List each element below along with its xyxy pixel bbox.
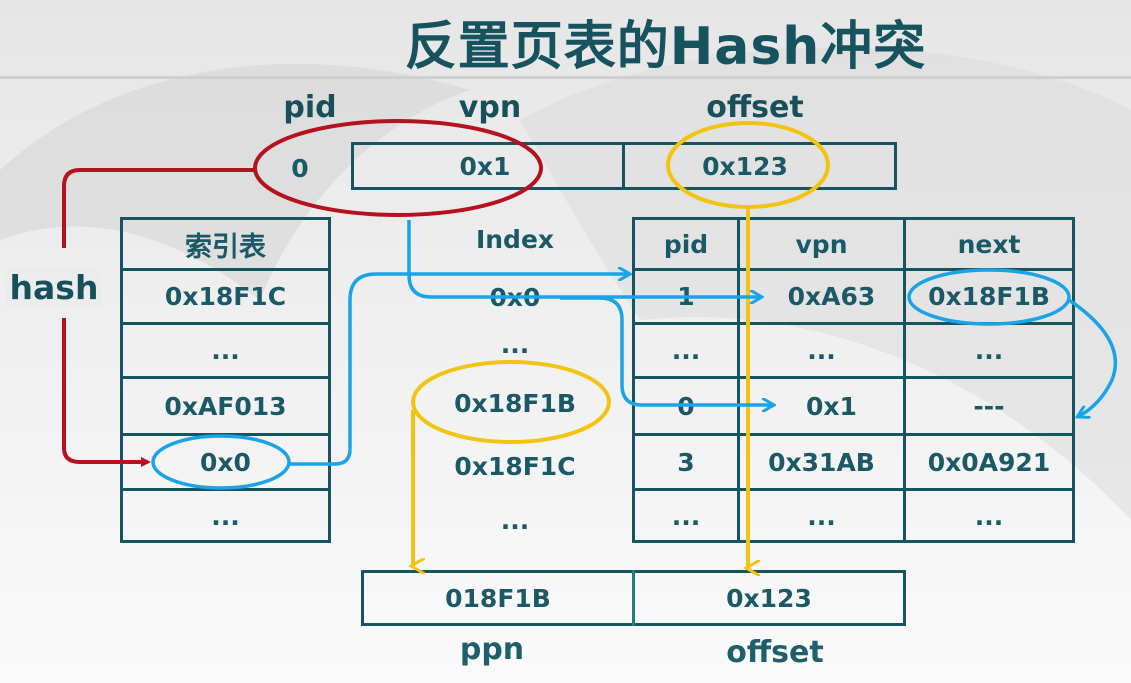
index-table-row: 0x18F1C <box>164 282 287 311</box>
page-table-cell: 0x18F1B <box>928 282 1050 311</box>
page-table-cell: 3 <box>677 447 695 477</box>
page-table-cell: 0x0A921 <box>927 447 1051 477</box>
index-table-row: 0xAF013 <box>164 391 287 421</box>
address-pid-header: pid <box>283 90 337 125</box>
index-table-header: 索引表 <box>185 231 266 263</box>
index-column-row: ... <box>500 505 530 535</box>
page-title: 反置页表的Hash冲突 <box>404 17 927 77</box>
address-vpn-header: vpn <box>458 90 522 125</box>
page-table-cell: 0 <box>677 391 695 421</box>
index-table-row: 0x0 <box>200 447 251 477</box>
page-table-cell: ... <box>807 501 836 531</box>
index-table-row: ... <box>211 336 240 365</box>
address-offset-header: offset <box>706 90 804 125</box>
page-table-header-next: next <box>957 229 1021 259</box>
address-pid-value: 0 <box>291 153 309 183</box>
physical-address-divider <box>632 570 635 626</box>
offset-label: offset <box>726 635 824 670</box>
hash-label: hash <box>6 268 102 307</box>
page-table-cell: --- <box>973 391 1005 421</box>
index-column-row: 0x0 <box>489 282 541 312</box>
address-vpn-value: 0x1 <box>459 151 511 181</box>
page-table-cell: ... <box>974 501 1004 531</box>
index-column-row: 0x18F1B <box>454 388 576 418</box>
page-table-cell: ... <box>671 336 701 365</box>
page-table-cell: 0x1 <box>806 391 857 421</box>
physical-ppn-value: 018F1B <box>445 583 551 613</box>
index-column-header: Index <box>475 224 555 254</box>
page-table-header-vpn: vpn <box>795 229 848 259</box>
page-table-cell: ... <box>974 336 1004 365</box>
page-table-cell: ... <box>807 336 836 365</box>
page-table-header-pid: pid <box>663 229 709 259</box>
physical-offset-value: 0x123 <box>726 583 812 613</box>
address-offset-value: 0x123 <box>702 151 788 181</box>
page-table-cell: ... <box>671 501 701 531</box>
ppn-label: ppn <box>459 632 525 667</box>
page-table-cell: 0x31AB <box>768 447 875 477</box>
page-table-cell: 0xA63 <box>787 282 876 311</box>
index-column-row: 0x18F1C <box>454 451 576 481</box>
page-table-cell: 1 <box>677 282 695 311</box>
index-table-row: ... <box>211 501 240 531</box>
index-column-row: ... <box>500 329 530 359</box>
address-divider <box>622 142 625 190</box>
